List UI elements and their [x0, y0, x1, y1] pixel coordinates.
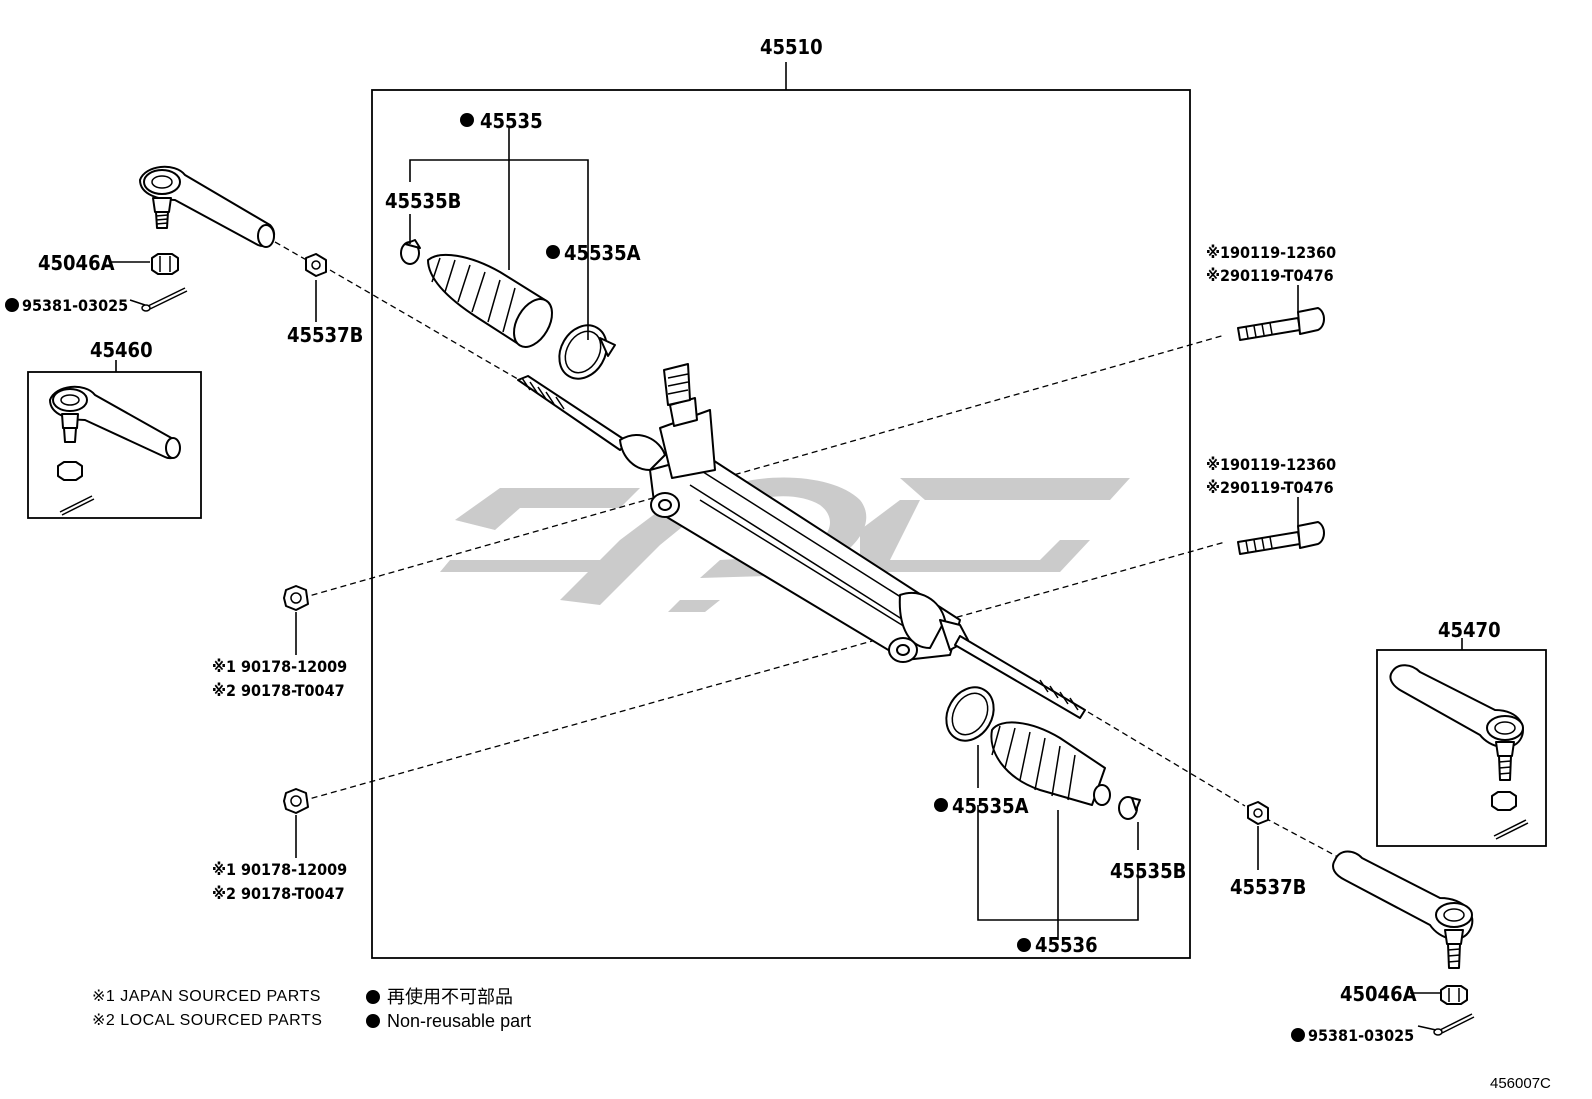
clamp-b-right [1118, 796, 1141, 820]
tie-rod-end-left-detail [49, 385, 181, 516]
label-nut-upper-1: ※1 90178-12009 [212, 657, 347, 676]
lock-nut-right [1247, 801, 1269, 825]
legend-dot [366, 1014, 380, 1028]
tie-rod-end-right-detail [1389, 664, 1529, 840]
clamp-a-right [945, 686, 995, 742]
nonreusable-dot [5, 298, 19, 312]
label-clamp-a-left: 45535A [564, 241, 641, 265]
cotter-pin-left [141, 287, 188, 312]
leader-lines [295, 128, 1299, 940]
bolt-lower [1237, 521, 1325, 555]
label-cotter-pin-left: 95381-03025 [22, 296, 128, 315]
tie-rod-end-upper-left [139, 165, 276, 248]
label-tie-rod-end-left: 45460 [90, 338, 153, 362]
boot-left [427, 253, 553, 348]
steering-rack [517, 363, 1086, 719]
legend-nonreusable-jp: 再使用不可部品 [387, 987, 513, 1007]
bolt-upper [1237, 307, 1325, 341]
tie-rod-end-lower-right [1332, 850, 1474, 969]
label-clamp-a-right: 45535A [952, 794, 1029, 818]
legend-nonreusable-en: Non-reusable part [387, 1011, 531, 1031]
lock-nut-left [305, 253, 327, 277]
boot-right [990, 721, 1111, 806]
assembly-box [371, 89, 1191, 959]
label-clamp-b-right: 45535B [1110, 859, 1186, 883]
label-bolt-lower-2: ※290119-T0476 [1206, 478, 1334, 497]
clamp-a-left [558, 324, 616, 380]
label-bolt-upper-1: ※190119-12360 [1206, 243, 1336, 262]
label-clamp-b-left: 45535B [385, 189, 461, 213]
label-tie-rod-end-right: 45470 [1438, 618, 1501, 642]
label-nut-left: 45046A [38, 251, 115, 275]
label-nut-lower-1: ※1 90178-12009 [212, 860, 347, 879]
label-nut-lower-2: ※2 90178-T0047 [212, 884, 345, 903]
nonreusable-dot [1291, 1028, 1305, 1042]
nonreusable-dot [934, 798, 948, 812]
legend-dot [366, 990, 380, 1004]
diagram-code: 456007C [1490, 1075, 1551, 1092]
label-bolt-lower-1: ※190119-12360 [1206, 455, 1336, 474]
nonreusable-dot [1017, 938, 1031, 952]
nonreusable-dot [546, 245, 560, 259]
cotter-pin-right [1433, 1013, 1475, 1036]
label-boot-right: 45536 [1035, 933, 1098, 957]
flange-nut-lower [283, 788, 309, 814]
legend-note-1: ※1 JAPAN SOURCED PARTS [92, 988, 321, 1005]
tie-rod-end-left-box [27, 371, 202, 519]
label-lock-nut-left: 45537B [287, 323, 363, 347]
alignment-lines [274, 241, 1341, 859]
label-boot-kit: 45535 [480, 109, 543, 133]
label-nut-upper-2: ※2 90178-T0047 [212, 681, 345, 700]
label-cotter-pin-right: 95381-03025 [1308, 1026, 1414, 1045]
nut-right [1440, 985, 1468, 1005]
flange-nut-upper [283, 585, 309, 611]
nonreusable-dot [460, 113, 474, 127]
label-nut-right: 45046A [1340, 982, 1417, 1006]
label-lock-nut-right: 45537B [1230, 875, 1306, 899]
assembly-number: 45510 [760, 35, 823, 59]
legend-note-2: ※2 LOCAL SOURCED PARTS [92, 1012, 322, 1029]
nut-left [151, 253, 179, 275]
label-bolt-upper-2: ※290119-T0476 [1206, 266, 1334, 285]
